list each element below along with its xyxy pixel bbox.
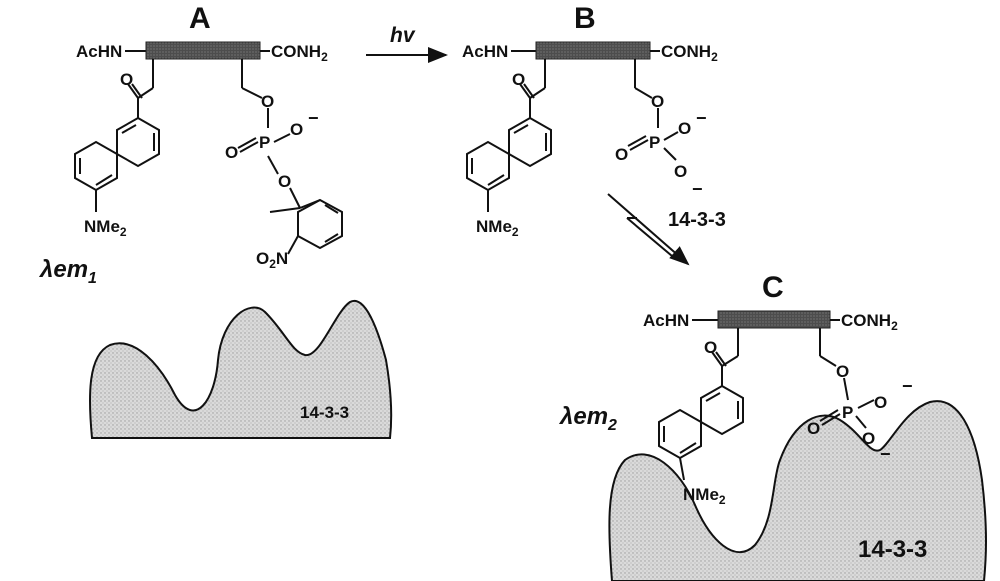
protein-label-small: 14-3-3 (300, 403, 349, 422)
a-charge: − (308, 108, 319, 128)
protein-14-3-3-unbound (88, 299, 393, 439)
a-c-terminus: CONH2 (271, 42, 328, 64)
b-naphthyl-chain (466, 59, 552, 212)
a-peptide-bar (145, 41, 261, 60)
b-peptide-bar (535, 41, 651, 60)
species-label-c: C (762, 271, 784, 304)
binding-arrow-reverse (626, 217, 673, 257)
a-n-terminus: AcHN (76, 42, 122, 61)
b-c-terminus: CONH2 (661, 42, 718, 64)
c-carbonyl-oxygen: O (704, 338, 717, 357)
c-dimethylamine: NMe2 (683, 485, 726, 507)
a-phosphorus: P (259, 133, 270, 152)
b-n-terminus: AcHN (462, 42, 508, 61)
c-charge-2: − (880, 444, 891, 464)
a-ester-oxygen-2: O (278, 172, 291, 191)
c-peptide-bar (717, 310, 831, 329)
protein-label-large: 14-3-3 (858, 536, 927, 563)
c-n-terminus: AcHN (643, 311, 689, 330)
c-phosphate-chain (819, 328, 875, 429)
b-charge-2: − (692, 179, 703, 199)
c-anionic-oxygen-2: O (862, 429, 875, 448)
b-ester-oxygen: O (651, 92, 664, 111)
a-phosphoryl-oxygen: O (225, 143, 238, 162)
a-caged-phosphate-chain (237, 59, 343, 255)
c-phosphoryl-oxygen: O (807, 419, 820, 438)
species-label-a: A (189, 2, 211, 35)
a-dimethylamine: NMe2 (84, 217, 127, 239)
b-anionic-oxygen-1: O (678, 119, 691, 138)
c-charge-1: − (902, 376, 913, 396)
c-phosphorus: P (842, 403, 853, 422)
b-carbonyl-oxygen: O (512, 70, 525, 89)
c-c-terminus: CONH2 (841, 311, 898, 333)
protein-14-3-3-bound (608, 400, 987, 581)
b-charge-1: − (696, 108, 707, 128)
a-nitro-group: O2N (256, 249, 288, 271)
emission-label-1: λem1 (38, 256, 97, 287)
species-label-b: B (574, 2, 596, 35)
b-phosphoryl-oxygen: O (615, 145, 628, 164)
photolysis-label: hv (390, 24, 416, 47)
a-anionic-oxygen: O (290, 120, 303, 139)
b-phosphorus: P (649, 133, 660, 152)
a-naphthyl-chain (74, 59, 160, 212)
a-carbonyl-oxygen: O (120, 70, 133, 89)
c-ester-oxygen: O (836, 362, 849, 381)
c-naphthyl-chain (658, 328, 744, 481)
a-ester-oxygen-1: O (261, 92, 274, 111)
binding-arrow-forward (607, 193, 690, 266)
b-anionic-oxygen-2: O (674, 162, 687, 181)
b-phosphate-chain (627, 59, 679, 161)
binding-label: 14-3-3 (668, 209, 726, 231)
c-anionic-oxygen-1: O (874, 393, 887, 412)
emission-label-2: λem2 (558, 403, 617, 434)
b-dimethylamine: NMe2 (476, 217, 519, 239)
